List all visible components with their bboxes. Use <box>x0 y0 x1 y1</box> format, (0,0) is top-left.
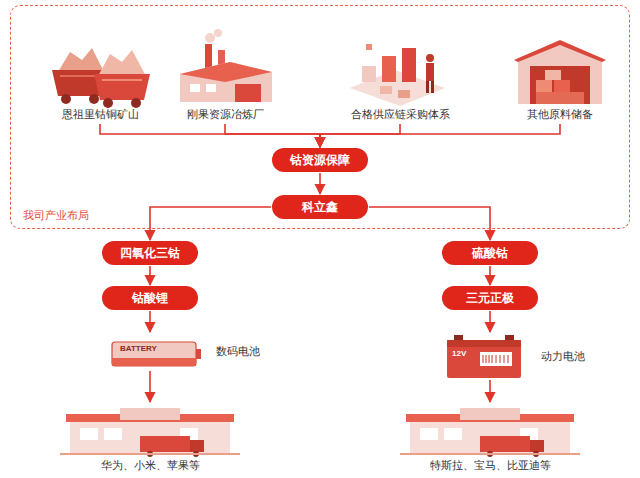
process-pill: 钴酸锂 <box>102 286 198 310</box>
flow-arrow <box>489 311 491 332</box>
caption: 特斯拉、宝马、比亚迪等 <box>430 458 551 473</box>
car-battery-illustration <box>447 335 521 378</box>
flow-arrow <box>320 124 560 147</box>
voltage-text: 12V <box>452 349 466 358</box>
battery-text: BATTERY <box>120 344 157 353</box>
flow-arrow <box>149 311 151 332</box>
process-pill: 四氧化三钴 <box>102 241 198 265</box>
customer-node: 华为、小米、苹果等 <box>55 403 245 473</box>
source-node: 刚果资源冶炼厂 <box>170 40 280 122</box>
flow-arrow <box>319 173 321 194</box>
flow-arrow <box>150 207 271 240</box>
process-pill: 钴资源保障 <box>272 148 368 172</box>
source-node: 恩祖里钴铜矿山 <box>45 40 155 122</box>
source-node: 合格供应链采购体系 <box>335 40 465 122</box>
step-label: 四氧化三钴 <box>120 245 180 262</box>
caption: 其他原料储备 <box>527 107 593 122</box>
factory-illustration <box>180 29 272 102</box>
caption: 恩祖里钴铜矿山 <box>62 107 139 122</box>
store-illustration <box>60 408 240 457</box>
step-label: 硫酸钴 <box>472 245 508 262</box>
source-node: 其他原料储备 <box>500 40 620 122</box>
caption: 数码电池 <box>216 344 260 359</box>
step-label: 钴酸锂 <box>132 290 168 307</box>
flow-arrow <box>320 124 400 147</box>
store-illustration <box>400 408 580 457</box>
region-frame: 我司产业布局 恩祖里钴铜矿山 刚果资源冶炼厂 合格供应链采购体系 其他原料储备钴资源保障… <box>10 5 630 229</box>
battery-illustration <box>112 342 201 366</box>
process-pill: 科立鑫 <box>272 195 368 219</box>
flow-arrow <box>100 124 320 147</box>
mine-illustration <box>52 48 150 108</box>
flow-arrow <box>225 124 320 147</box>
warehouse-illustration <box>514 40 606 104</box>
flow-arrow <box>489 266 491 285</box>
customer-node: 特斯拉、宝马、比亚迪等 <box>390 403 590 473</box>
step-label: 钴资源保障 <box>290 152 350 169</box>
caption: 刚果资源冶炼厂 <box>187 107 264 122</box>
caption: 合格供应链采购体系 <box>351 107 450 122</box>
flow-arrow <box>489 380 491 402</box>
process-pill: 三元正极 <box>442 286 538 310</box>
flow-arrow <box>149 266 151 285</box>
process-pill: 硫酸钴 <box>442 241 538 265</box>
caption: 动力电池 <box>541 349 585 364</box>
flow-arrow <box>149 371 151 402</box>
caption: 我司产业布局 <box>23 208 89 223</box>
caption: 华为、小米、苹果等 <box>101 458 200 473</box>
step-label: 三元正极 <box>466 290 514 307</box>
step-label: 科立鑫 <box>302 199 338 216</box>
supply-chain-illustration <box>350 44 445 106</box>
flow-arrow <box>369 207 490 240</box>
